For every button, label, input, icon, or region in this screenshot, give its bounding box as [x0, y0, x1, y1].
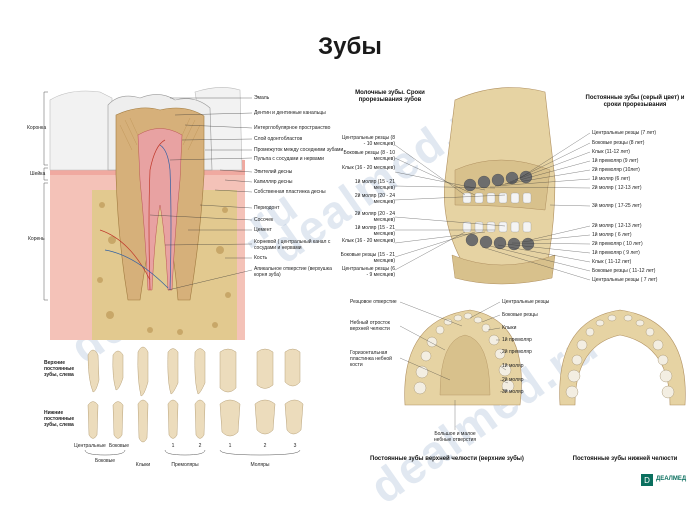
milk-heading: Молочные зубы. Сроки прорезывания зубов: [355, 90, 425, 103]
upper-jaw-tooth-label: 1й моляр: [502, 363, 524, 369]
perm-label: 1й моляр ( 6 лет): [592, 232, 632, 238]
tooth-leader-lines: [149, 97, 253, 291]
tooth-label: Периодонт: [254, 205, 280, 211]
upper-jaw-tooth-label: Боковые резцы: [502, 312, 538, 318]
perm-label: Центральные резцы ( 7 лет): [592, 277, 658, 283]
group-label-central: Центральные: [74, 443, 106, 449]
lower-teeth-row: [87, 399, 304, 443]
perm-label: Центральные резцы (7 лет): [592, 130, 657, 136]
skull-with-teeth: [394, 87, 591, 285]
vessels: [99, 139, 172, 291]
side-brackets: [43, 91, 48, 301]
upper-jaw-tooth-label: 3й моляр: [502, 389, 524, 395]
lower-jaw: [559, 309, 686, 406]
upper-jaw-label: Резцовое отверстие: [350, 299, 397, 305]
upper-jaw-tooth-label: 2й моляр: [502, 377, 524, 383]
milk-label: 2й моляр (20 - 24 месяцев): [354, 193, 395, 205]
label-crown: Коронка: [27, 125, 47, 131]
group-braces: [84, 449, 301, 456]
perm-label: Боковые резцы (8 лет): [592, 140, 645, 146]
bone-texture: [97, 202, 231, 335]
dentin-tubules: [119, 117, 201, 151]
row-label-upper: Верхние постоянные зубы, слева: [44, 360, 75, 378]
tooth-number: 3: [293, 443, 297, 449]
upper-jaw-tooth-label: 1й премоляр: [502, 337, 532, 343]
tooth-label: Пульпа с сосудами и нервами: [254, 156, 324, 162]
lower-jaw-caption: Постоянные зубы нижней челюсти: [572, 456, 678, 462]
illustration-layer: D: [43, 87, 686, 486]
tooth-label: Собственная пластинка десны: [254, 189, 326, 195]
perm-label: 1й моляр (6 лет): [592, 176, 631, 182]
poster-title: Зубы: [318, 33, 382, 60]
tooth-cross-section: [43, 87, 253, 340]
permanent-teeth-grey: [463, 170, 535, 251]
milk-label: 2й моляр (20 - 24 месяцев): [354, 211, 395, 223]
upper-jaw-caption: Постоянные зубы верхней челюсти (верхние…: [370, 456, 524, 462]
group-label-premolars: Премоляры: [171, 462, 199, 468]
tooth-label: Сосочек: [254, 217, 274, 223]
upper-jaw-label: Горизонтальная пластинка небной кости: [350, 350, 392, 368]
tooth-label: Цемент: [254, 227, 272, 233]
tooth-label: Корневой ( центральный канал с сосудами …: [254, 239, 331, 251]
tooth-label: Апикальное отверстие (верхушка корня зуб…: [254, 266, 332, 278]
logo-name: ДЕАЛМЕД: [656, 476, 687, 482]
tooth-label: Эпителий десны: [254, 169, 293, 175]
anatomy-poster: dealmed.ru dealmed.ru dealmed.ru Зубы: [27, 33, 687, 514]
upper-jaw-palate: [399, 301, 522, 430]
skull-leader-lines: [394, 132, 591, 281]
tooth-label: Капилляр десны: [254, 179, 293, 185]
perm-label: Клык ( 11-12 лет): [592, 259, 632, 265]
upper-jaw-tooth-label: Клыки: [502, 325, 517, 331]
dentin: [115, 107, 205, 301]
milk-label: 1й моляр (15 - 21 месяцев): [354, 179, 395, 191]
perm-label: Клык (11-12 лет): [592, 149, 630, 155]
group-label-molars: Моляры: [250, 462, 270, 468]
tooth-number: 2: [263, 443, 267, 449]
milk-label: Клык (16 - 20 месяцев): [342, 165, 395, 171]
milk-teeth-white: [462, 192, 532, 233]
perm-label: 2й премоляр (10лет): [592, 167, 640, 173]
svg-text:D: D: [644, 476, 650, 485]
logo-mark: D: [641, 474, 653, 486]
perm-label: 2й премоляр ( 10 лет): [592, 241, 643, 247]
milk-label: Боковые резцы (15 - 21 месяцев): [340, 252, 395, 264]
milk-label: 1й моляр (15 - 21 месяцев): [354, 225, 395, 237]
perm-heading: Постоянные зубы (серый цвет) и сроки про…: [585, 95, 685, 108]
group-label-lateral: Боковые: [108, 443, 130, 449]
group-label-incisors: Боковые: [94, 458, 116, 464]
tooth-label: Дентин и дентинные канальцы: [254, 110, 326, 116]
perm-label: 2й моляр ( 12-13 лет): [592, 223, 642, 229]
perm-label: 1й премоляр (9 лет): [592, 158, 639, 164]
label-root: Корень: [28, 236, 45, 242]
milk-label: Боковые резцы (8 - 10 месяцев): [343, 150, 395, 162]
tooth-number: 1: [171, 443, 175, 449]
tooth-label: Кость: [254, 255, 268, 261]
perm-label: 3й моляр ( 17-25 лет): [592, 203, 642, 209]
lower-jaw-teeth: [565, 314, 675, 399]
upper-jaw-tooth-label: 2й премоляр: [502, 349, 532, 355]
perm-label: 2й моляр ( 12-13 лет): [592, 185, 642, 191]
milk-label: Клык (16 - 20 месяцев): [342, 238, 395, 244]
upper-jaw-tooth-label: Центральные резцы: [502, 299, 550, 305]
tooth-label: Промежуток между соседними зубами: [254, 147, 344, 153]
perm-label: 1й премоляр ( 9 лет): [592, 250, 640, 256]
milk-label: Центральные резцы (8 - 10 месяцев): [341, 135, 395, 147]
tooth-number: 2: [198, 443, 202, 449]
perm-label: Боковые резцы ( 11-12 лет): [592, 268, 656, 274]
upper-jaw-label: Небный отросток верхней челюсти: [350, 320, 390, 332]
tooth-number: 1: [228, 443, 232, 449]
upper-jaw-label: Большое и малое небные отверстия: [433, 431, 477, 443]
label-neck: Шейка: [30, 171, 46, 177]
tooth-label: Интерглобулярное пространство: [254, 125, 331, 131]
upper-jaw-leaders: [399, 301, 509, 430]
row-label-lower: Нижние постоянные зубы, слева: [44, 410, 75, 428]
neighbour-tooth-left: [49, 90, 113, 171]
tooth-label: Слой одонтобластов: [254, 136, 303, 142]
upper-teeth-row: [87, 346, 301, 397]
tooth-label: Эмаль: [254, 95, 270, 101]
group-label-canines: Клыки: [135, 462, 151, 468]
milk-label: Центральные резцы (6 - 9 месяцев): [341, 266, 395, 278]
